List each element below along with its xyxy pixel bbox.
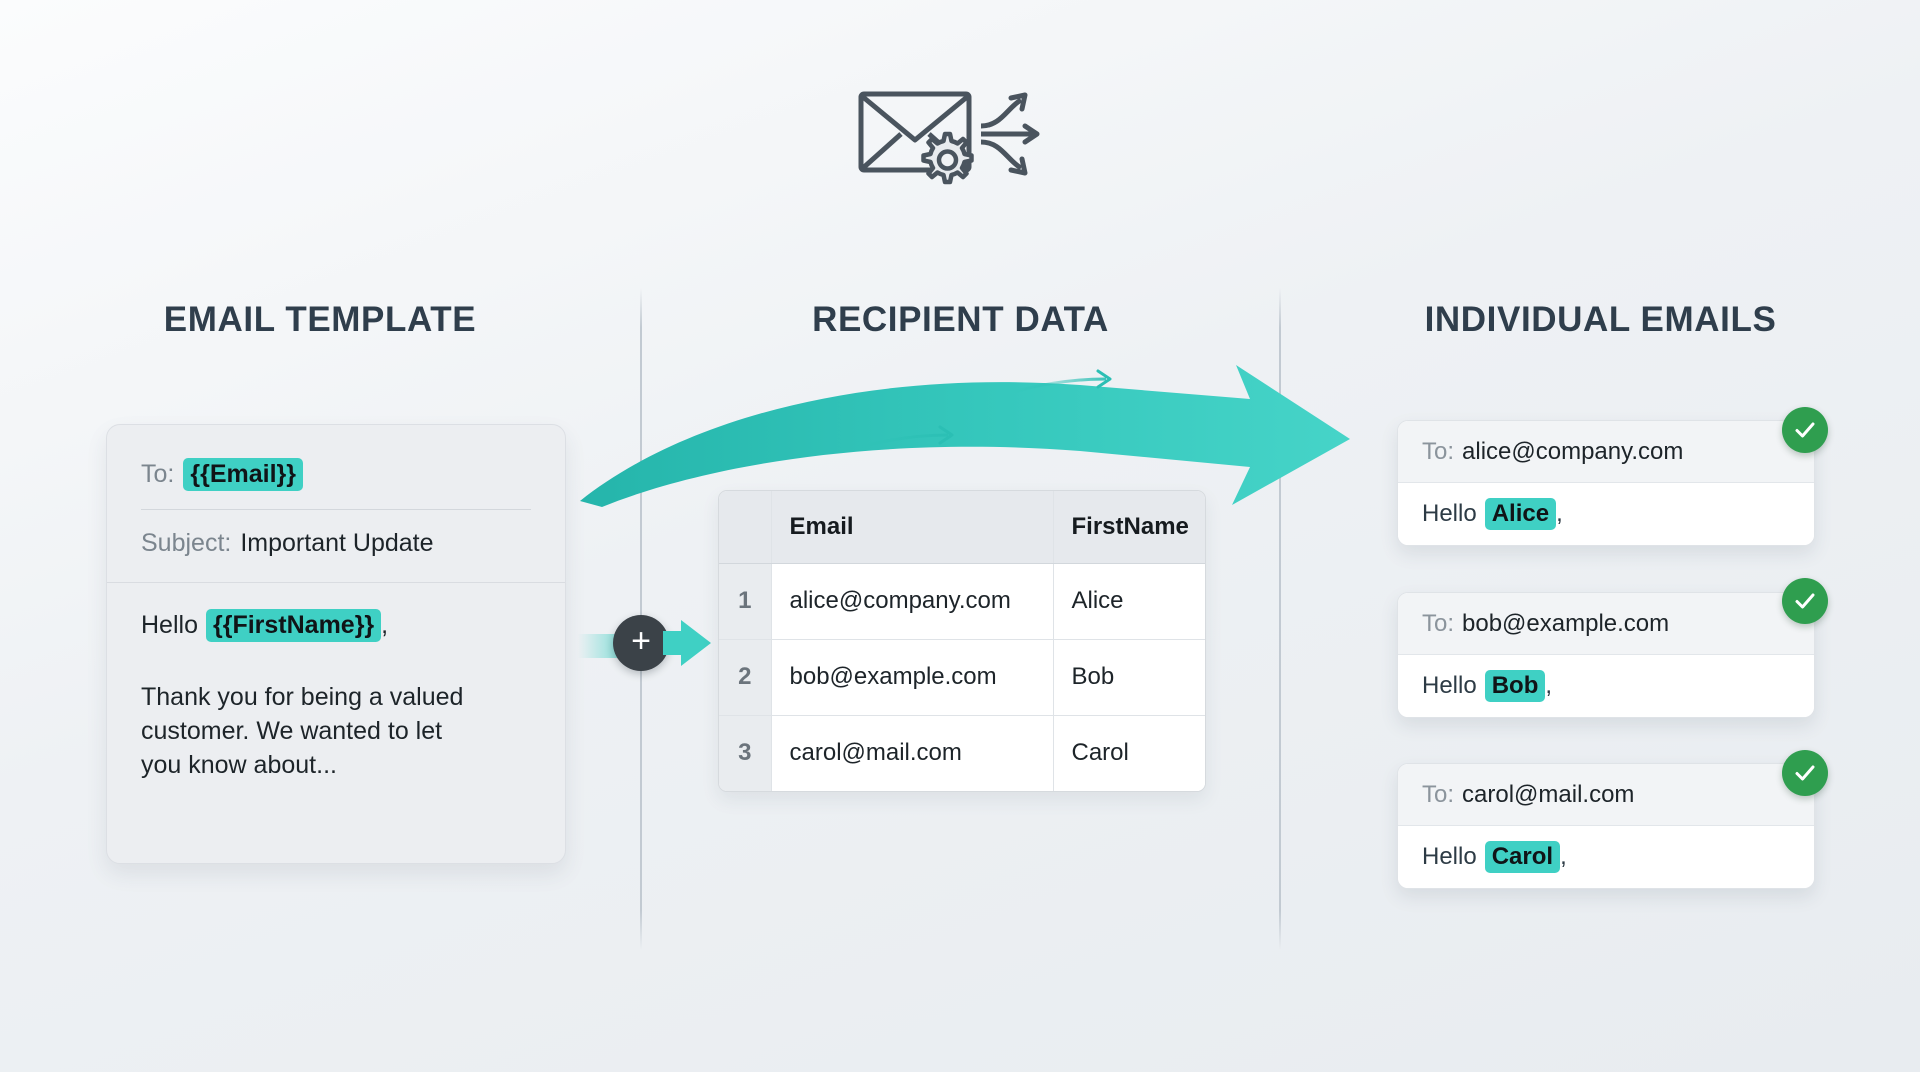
- template-subject-value: Important Update: [240, 528, 434, 557]
- template-body: Hello {{FirstName}} , Thank you for bein…: [107, 582, 565, 782]
- row-email[interactable]: carol@mail.com: [771, 715, 1054, 791]
- output-to-row: To: carol@mail.com: [1398, 764, 1814, 826]
- column-divider-right: [1279, 288, 1281, 950]
- output-greeting: Hello Carol ,: [1398, 826, 1814, 888]
- table-row[interactable]: 1 alice@company.com Alice: [719, 563, 1205, 640]
- table-header-firstname: FirstName: [1053, 491, 1205, 564]
- template-firstname-token: {{FirstName}}: [205, 609, 382, 642]
- output-to-label: To:: [1422, 780, 1455, 808]
- output-firstname-value: Bob: [1484, 670, 1546, 702]
- check-circle-icon: [1782, 578, 1828, 624]
- row-firstname[interactable]: Alice: [1053, 563, 1205, 640]
- merge-plus-badge: +: [613, 615, 669, 671]
- plus-icon: +: [631, 622, 651, 660]
- table-header-row: Email FirstName: [719, 491, 1205, 564]
- merge-node: +: [578, 615, 711, 677]
- check-circle-icon: [1782, 407, 1828, 453]
- row-index: 1: [719, 563, 772, 640]
- individual-email-card[interactable]: To: alice@company.com Hello Alice ,: [1397, 420, 1815, 546]
- output-greeting: Hello Bob ,: [1398, 655, 1814, 717]
- row-index: 3: [719, 715, 772, 791]
- individual-email-card[interactable]: To: bob@example.com Hello Bob ,: [1397, 592, 1815, 718]
- template-to-token: {{Email}}: [183, 457, 303, 491]
- row-email[interactable]: bob@example.com: [771, 639, 1054, 716]
- template-divider: [141, 509, 531, 510]
- template-greeting-prefix: Hello: [141, 611, 198, 639]
- output-greeting-prefix: Hello: [1422, 672, 1477, 699]
- template-greeting-suffix: ,: [381, 611, 389, 639]
- output-firstname-value: Carol: [1484, 841, 1561, 873]
- output-to-label: To:: [1422, 609, 1455, 637]
- output-to-value: alice@company.com: [1462, 437, 1684, 465]
- output-to-value: bob@example.com: [1462, 609, 1670, 637]
- row-firstname[interactable]: Carol: [1053, 715, 1205, 791]
- merge-arrow-icon: [661, 617, 713, 669]
- envelope-gear-distribute-icon: [855, 78, 1065, 188]
- email-template-card: To: {{Email}} Subject: Important Update …: [106, 424, 566, 864]
- output-to-row: To: alice@company.com: [1398, 421, 1814, 483]
- column-title-email-template: EMAIL TEMPLATE: [163, 300, 477, 339]
- output-greeting: Hello Alice ,: [1398, 483, 1814, 545]
- column-title-recipient-data: RECIPIENT DATA: [812, 300, 1109, 339]
- output-to-label: To:: [1422, 437, 1455, 465]
- row-email[interactable]: alice@company.com: [771, 563, 1054, 640]
- row-firstname[interactable]: Bob: [1053, 639, 1205, 716]
- template-header: To: {{Email}} Subject: Important Update: [107, 425, 565, 568]
- template-to-row: To: {{Email}}: [141, 449, 531, 499]
- template-subject-label: Subject:: [141, 528, 232, 557]
- template-greeting: Hello {{FirstName}} ,: [141, 609, 531, 642]
- template-paragraph: Thank you for being a valued customer. W…: [141, 683, 464, 779]
- output-firstname-value: Alice: [1484, 498, 1557, 530]
- individual-email-card[interactable]: To: carol@mail.com Hello Carol ,: [1397, 763, 1815, 889]
- recipient-data-table[interactable]: Email FirstName 1 alice@company.com Alic…: [718, 490, 1206, 792]
- output-greeting-suffix: ,: [1545, 672, 1553, 699]
- output-greeting-suffix: ,: [1560, 843, 1567, 870]
- table-header-email: Email: [771, 491, 1054, 564]
- output-greeting-prefix: Hello: [1422, 500, 1477, 527]
- output-to-row: To: bob@example.com: [1398, 593, 1814, 655]
- template-to-label: To:: [141, 459, 175, 488]
- output-to-value: carol@mail.com: [1462, 780, 1635, 808]
- table-row[interactable]: 2 bob@example.com Bob: [719, 639, 1205, 716]
- column-title-individual-emails: INDIVIDUAL EMAILS: [1424, 300, 1777, 339]
- row-index: 2: [719, 639, 772, 716]
- table-row[interactable]: 3 carol@mail.com Carol: [719, 715, 1205, 791]
- template-subject-row: Subject: Important Update: [141, 518, 531, 568]
- check-circle-icon: [1782, 750, 1828, 796]
- table-header-index: [719, 491, 772, 564]
- output-greeting-prefix: Hello: [1422, 843, 1477, 870]
- output-greeting-suffix: ,: [1556, 500, 1563, 527]
